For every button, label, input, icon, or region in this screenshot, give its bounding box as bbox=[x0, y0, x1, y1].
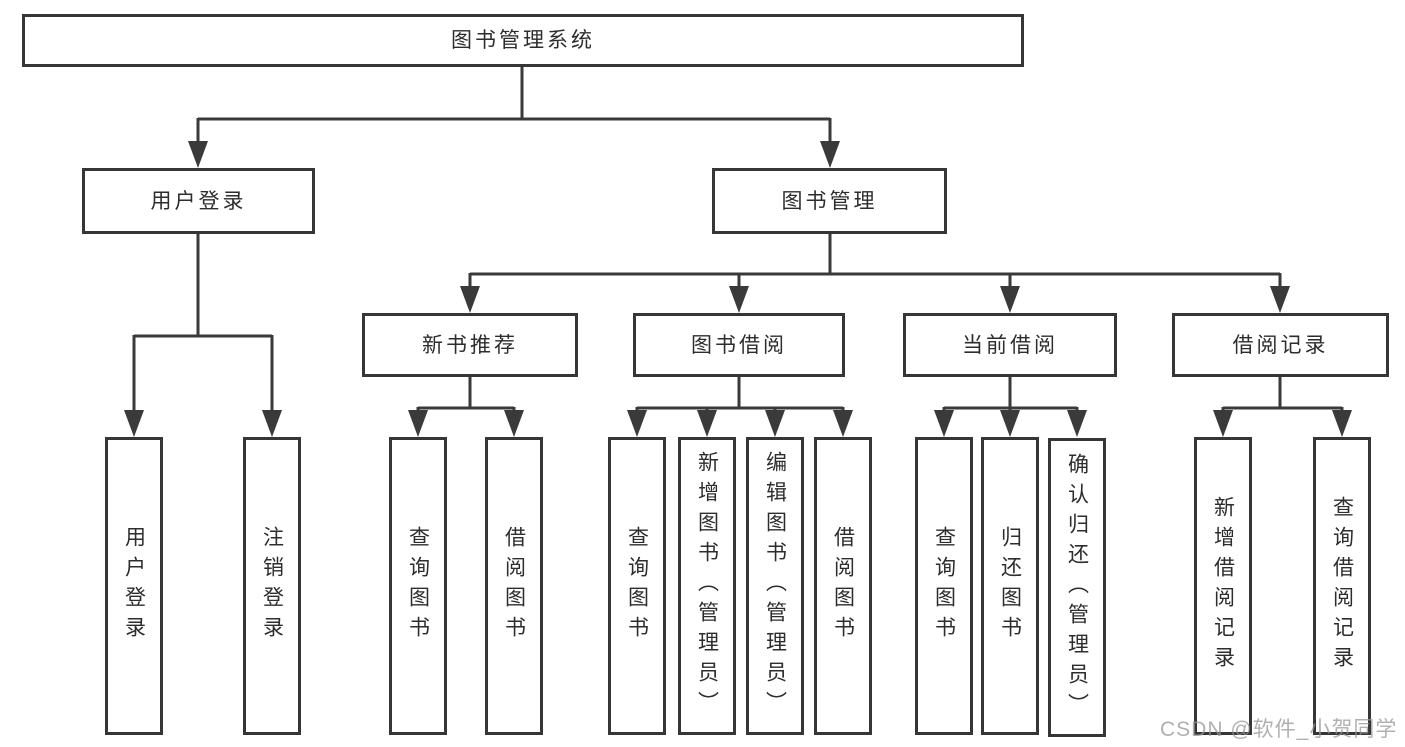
node-nbr-query-books: 查询图书 bbox=[389, 437, 447, 735]
node-new-book-recommend: 新书推荐 bbox=[362, 313, 578, 377]
node-book-management-system: 图书管理系统 bbox=[22, 14, 1024, 67]
node-user-login: 用户登录 bbox=[82, 168, 315, 234]
node-book-borrowing: 图书借阅 bbox=[633, 313, 845, 377]
node-cb-query-books: 查询图书 bbox=[915, 437, 973, 735]
node-current-borrowing: 当前借阅 bbox=[903, 313, 1117, 377]
node-book-management: 图书管理 bbox=[712, 168, 947, 234]
node-br-add-record: 新增借阅记录 bbox=[1194, 437, 1252, 735]
node-cb-confirm-return-admin: 确认归还（管理员） bbox=[1048, 438, 1106, 737]
node-br-query-record: 查询借阅记录 bbox=[1313, 437, 1371, 735]
csdn-watermark: CSDN @软件_小贺同学 bbox=[1160, 718, 1398, 741]
node-bb-query-books: 查询图书 bbox=[608, 437, 666, 735]
node-bb-add-books-admin: 新增图书（管理员） bbox=[678, 437, 736, 735]
node-user-login-leaf: 用户登录 bbox=[105, 437, 163, 735]
arrowheads bbox=[124, 141, 1352, 437]
node-logout: 注销登录 bbox=[243, 437, 301, 735]
node-bb-edit-books-admin: 编辑图书（管理员） bbox=[746, 437, 804, 735]
node-cb-return-books: 归还图书 bbox=[981, 437, 1039, 735]
node-bb-borrow-books: 借阅图书 bbox=[814, 437, 872, 735]
node-borrowing-records: 借阅记录 bbox=[1172, 313, 1389, 377]
node-nbr-borrow-books: 借阅图书 bbox=[485, 437, 543, 735]
